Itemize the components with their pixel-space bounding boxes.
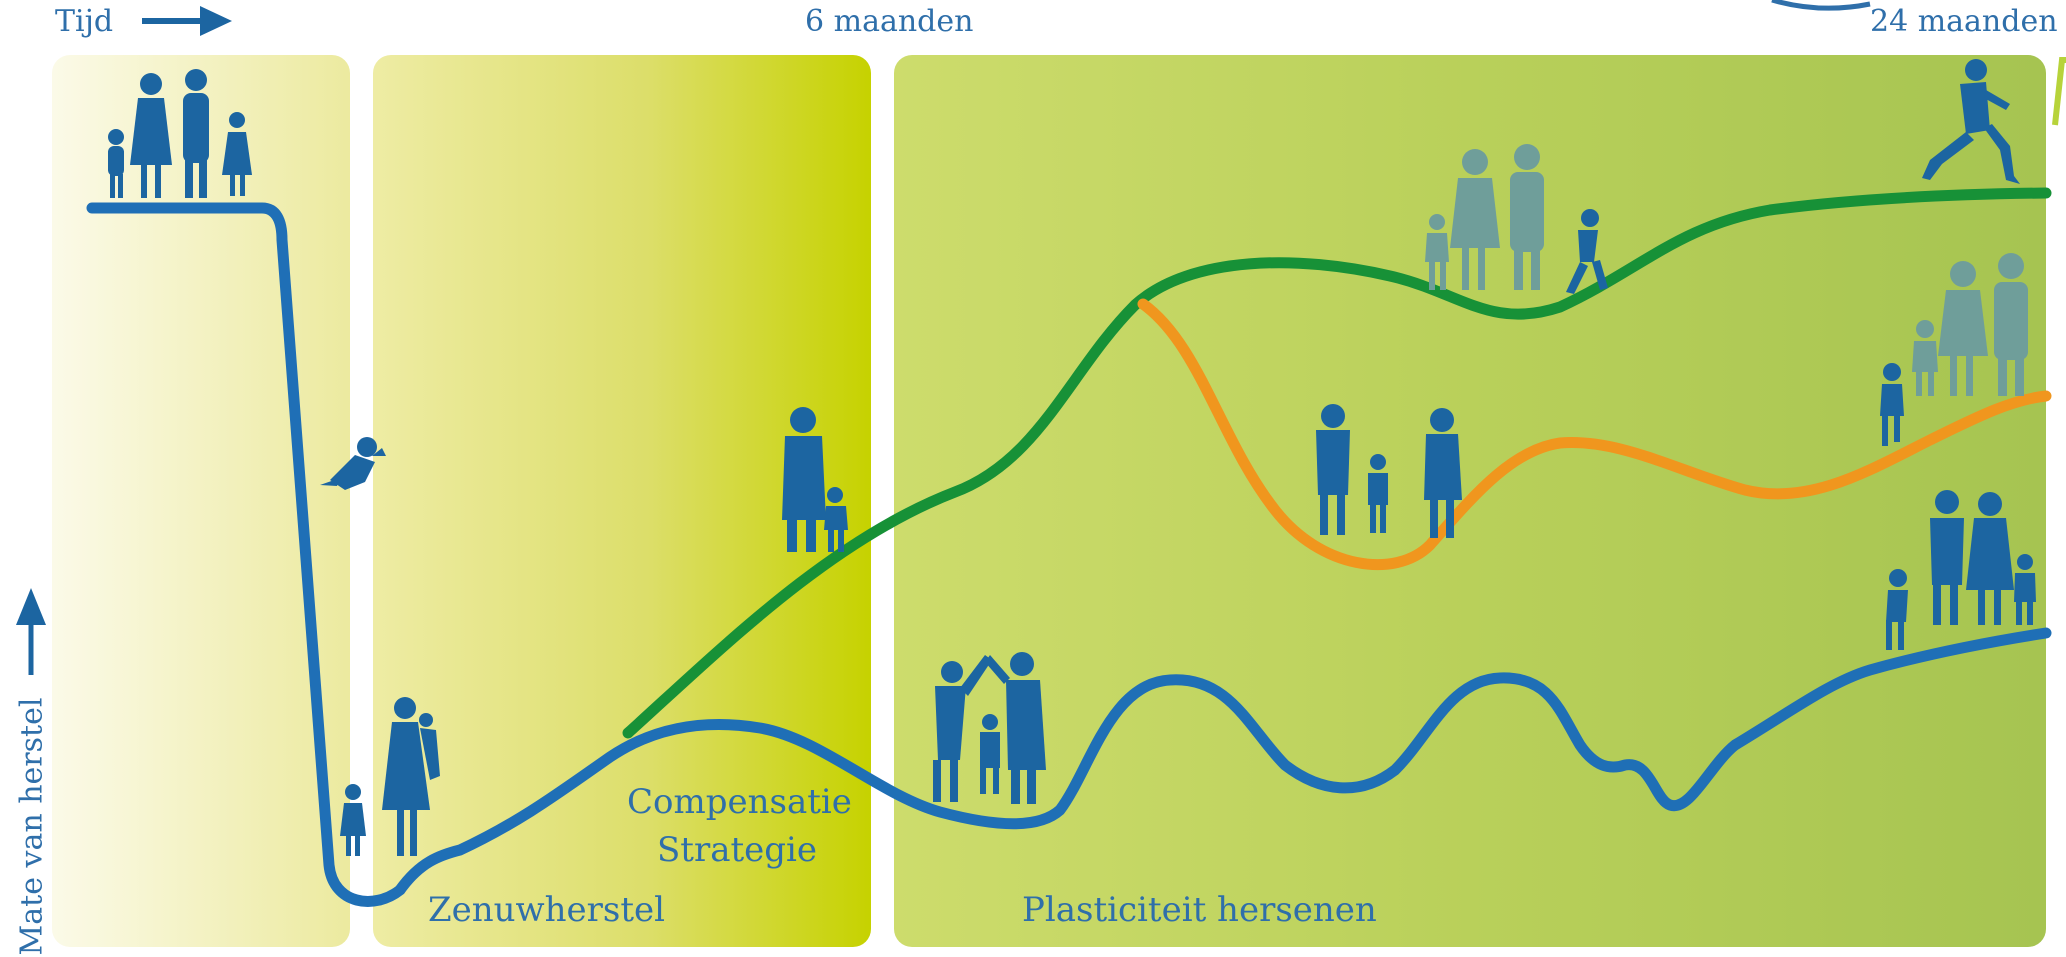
family-silhouette-start — [108, 69, 252, 198]
six-months-marker: 6 maanden — [805, 4, 974, 39]
y-axis-label: Mate van herstel — [14, 697, 50, 956]
falling-child-silhouette — [320, 437, 386, 490]
phase-panel-initial — [52, 55, 350, 947]
twenty-four-months-marker: 24 maanden — [1870, 4, 2058, 39]
phase-label-compensation-line1: Compensatie — [627, 782, 852, 822]
recovery-line-green — [622, 187, 2052, 739]
child-silhouette-orange-right — [1880, 363, 1904, 446]
mother-child-silhouette — [340, 697, 440, 856]
running-child-silhouette — [1566, 209, 1608, 294]
recovery-axis-arrow-icon — [16, 588, 46, 675]
phase-label-plasticity: Plasticiteit hersenen — [1022, 890, 1377, 930]
recovery-line-blue — [86, 202, 2052, 907]
right-edge-glyph-fragment — [2052, 57, 2066, 126]
recovery-line-orange — [1137, 298, 2052, 571]
family-silhouette-right-blue — [1886, 490, 2036, 650]
family-silhouette-right-faded — [1912, 253, 2028, 396]
family-silhouette-orange — [1316, 404, 1462, 538]
time-arrow-icon — [142, 6, 232, 36]
runner-silhouette — [1922, 59, 2020, 184]
phase-label-compensation-line2: Strategie — [656, 830, 818, 870]
father-child-silhouette — [782, 407, 848, 552]
time-label: Tijd — [55, 4, 114, 39]
phase-label-nerve-repair: Zenuwherstel — [428, 890, 666, 930]
family-silhouette-green-faded — [1425, 144, 1544, 290]
parents-arch-silhouette — [933, 652, 1046, 804]
top-right-logo-fragment — [1771, 0, 1871, 11]
